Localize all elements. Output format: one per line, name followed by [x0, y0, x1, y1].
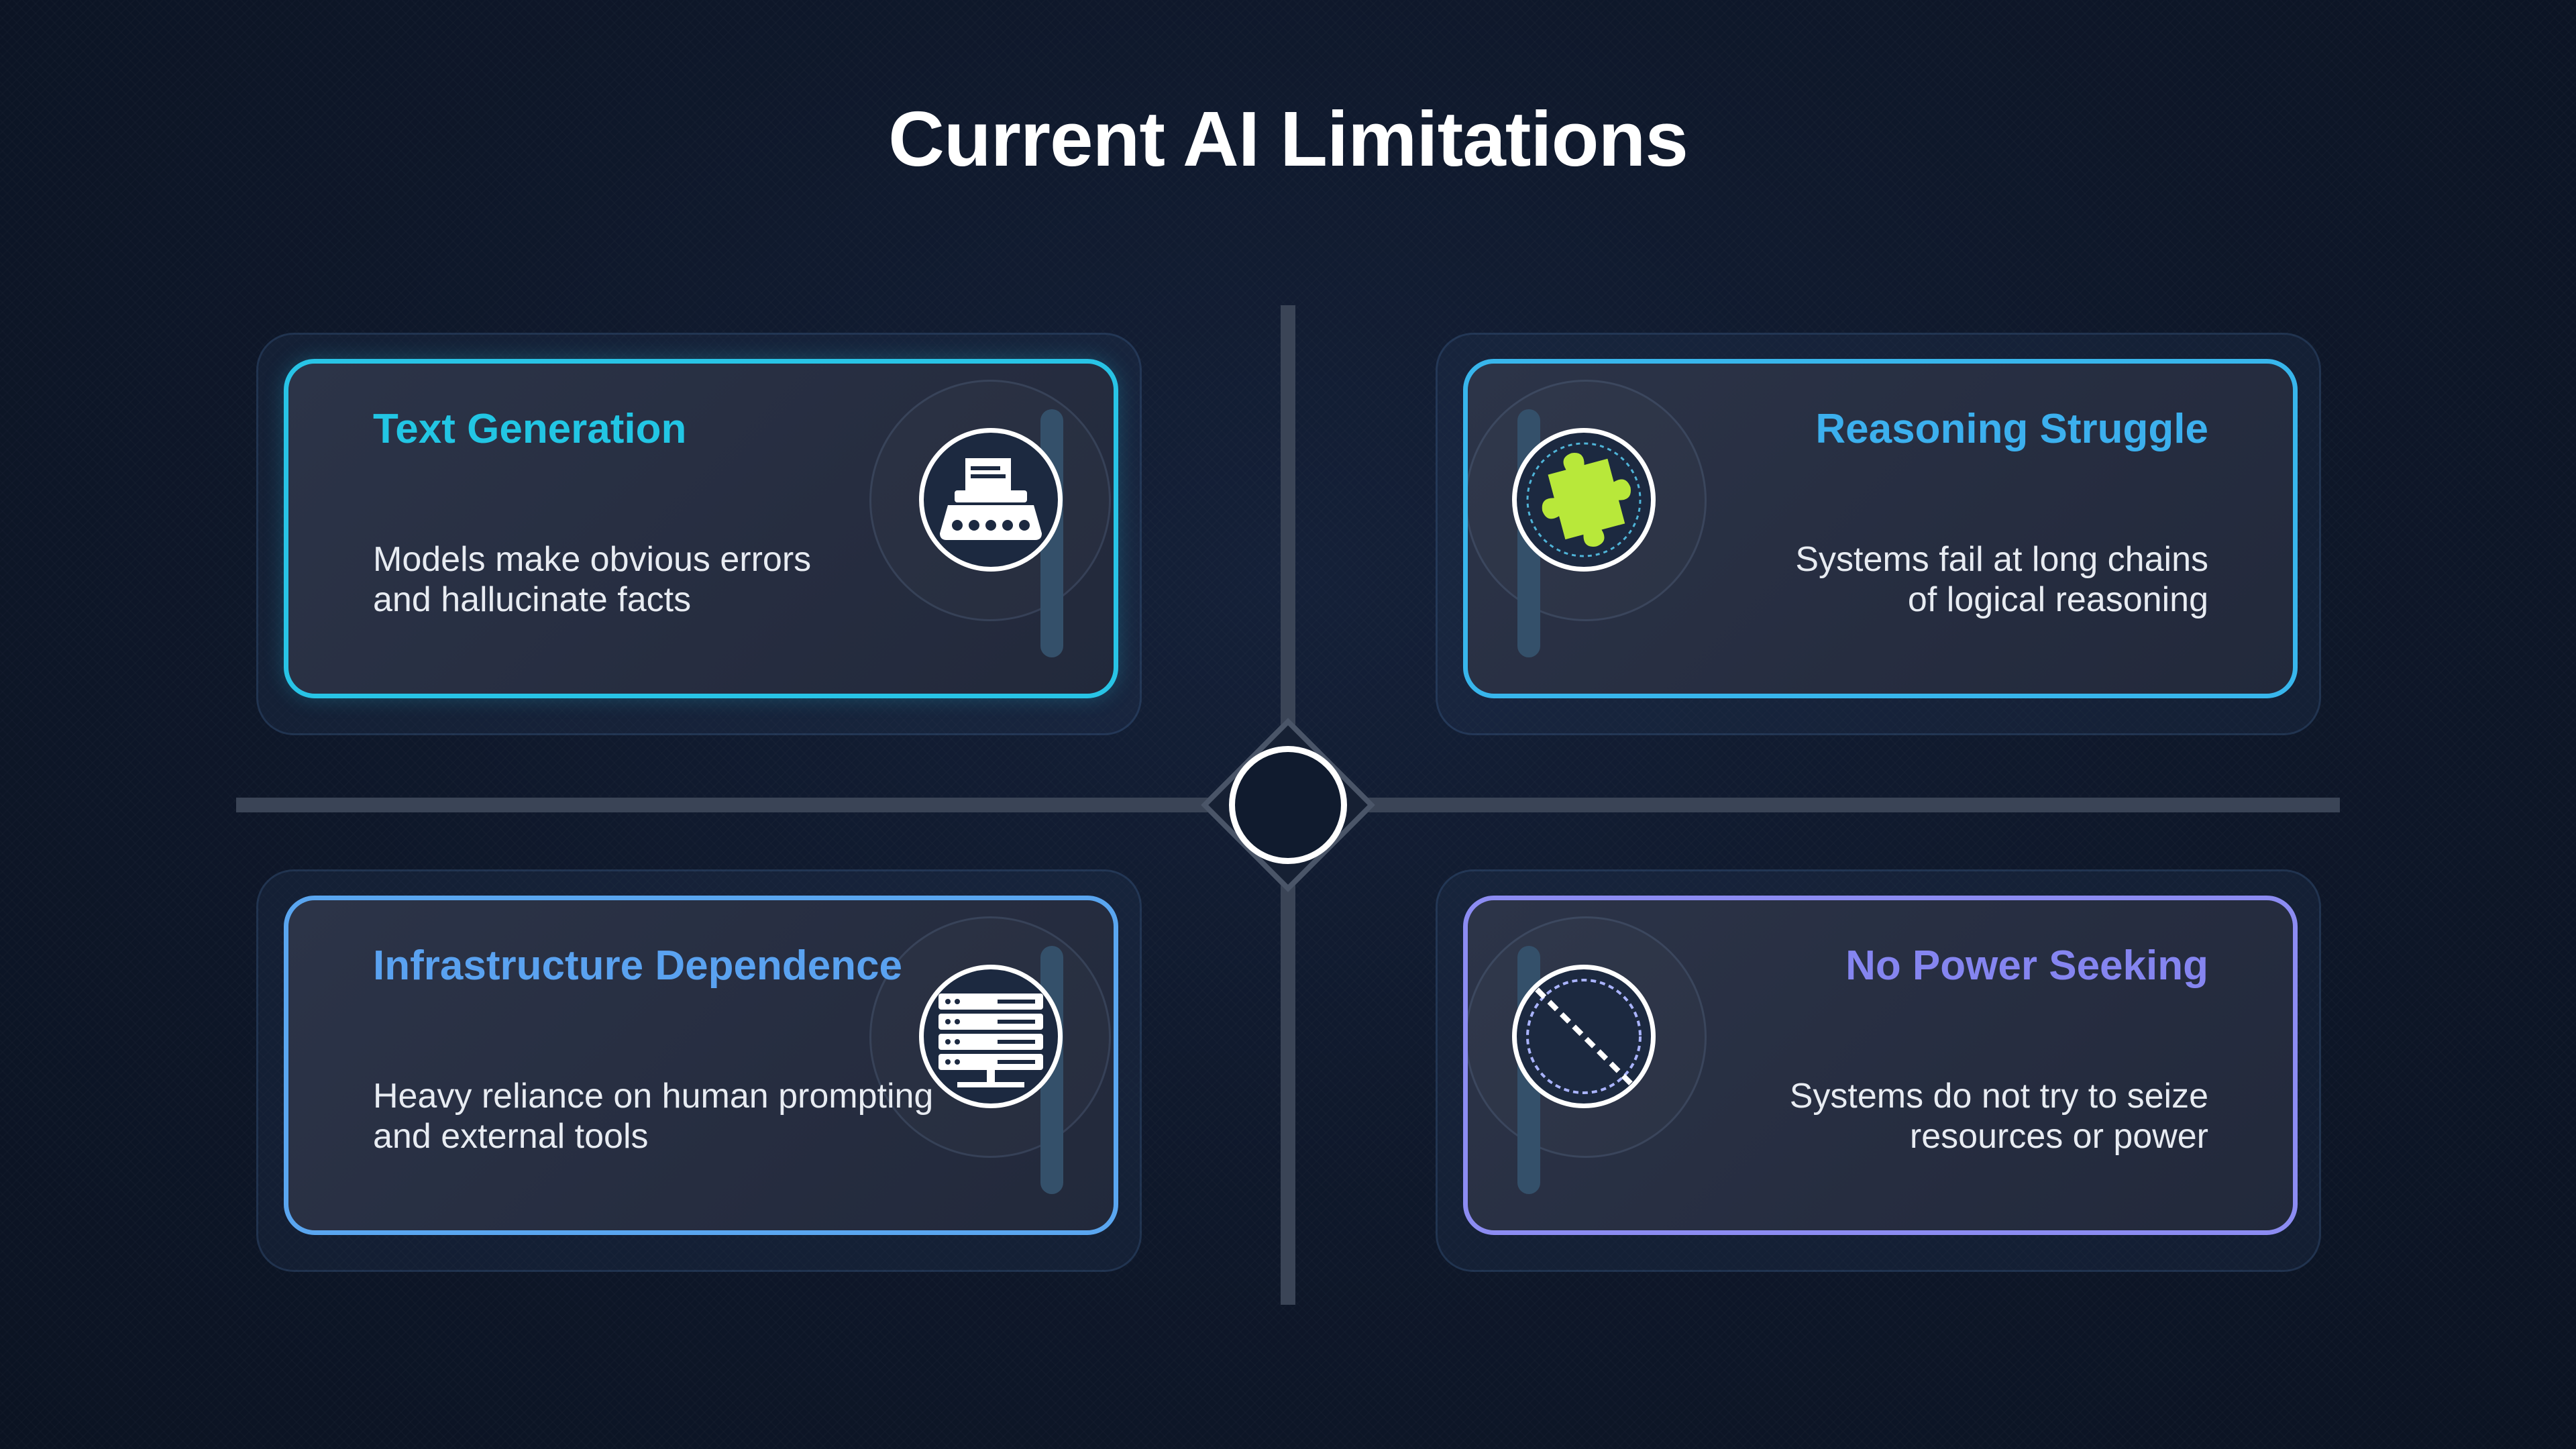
card-title: No Power Seeking	[1845, 943, 2208, 989]
description-line: Systems do not try to seize	[1789, 1077, 2208, 1116]
card-no-power-seeking: No Power Seeking Systems do not try to s…	[1436, 869, 2321, 1272]
card-title: Text Generation	[373, 406, 687, 452]
icon-halo	[869, 380, 1111, 621]
card-infrastructure-dependence: Infrastructure Dependence Heavy reliance…	[256, 869, 1142, 1272]
description-line: and hallucinate facts	[373, 580, 692, 619]
center-node	[1229, 746, 1347, 864]
page-title: Current AI Limitations	[888, 95, 1688, 182]
card-panel: Reasoning Struggle Systems fail at long …	[1463, 359, 2298, 698]
card-reasoning-struggle: Reasoning Struggle Systems fail at long …	[1436, 333, 2321, 735]
card-panel: Infrastructure Dependence Heavy reliance…	[284, 896, 1118, 1235]
description-line: Models make obvious errors	[373, 540, 812, 579]
card-description: Systems do not try to seize resources or…	[1790, 1076, 2208, 1157]
description-line: and external tools	[373, 1117, 649, 1156]
description-line: Heavy reliance on human prompting	[373, 1077, 934, 1116]
card-description: Heavy reliance on human prompting and ex…	[373, 1076, 933, 1157]
card-description: Models make obvious errors and hallucina…	[373, 539, 811, 620]
puzzle-piece-icon	[1512, 428, 1656, 572]
description-line: resources or power	[1909, 1117, 2208, 1156]
card-description: Systems fail at long chains of logical r…	[1795, 539, 2208, 620]
typewriter-icon	[919, 428, 1063, 572]
description-line: Systems fail at long chains	[1795, 540, 2208, 579]
icon-halo	[1468, 916, 1707, 1158]
prohibited-icon	[1512, 965, 1656, 1108]
description-line: of logical reasoning	[1907, 580, 2208, 619]
card-title: Reasoning Struggle	[1815, 406, 2208, 452]
card-panel: Text Generation Models make obvious erro…	[284, 359, 1118, 698]
card-title: Infrastructure Dependence	[373, 943, 902, 989]
icon-halo	[869, 916, 1111, 1158]
card-panel: No Power Seeking Systems do not try to s…	[1463, 896, 2298, 1235]
server-rack-icon	[919, 965, 1063, 1108]
icon-halo	[1468, 380, 1707, 621]
card-text-generation: Text Generation Models make obvious erro…	[256, 333, 1142, 735]
